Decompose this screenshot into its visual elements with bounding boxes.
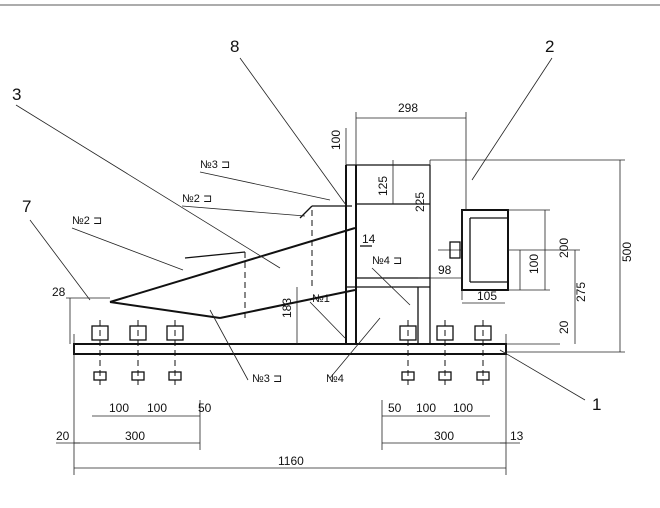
dim-100-right: 100	[527, 254, 541, 274]
dim-183: 183	[280, 298, 294, 318]
dim-100-left-2: 100	[147, 401, 167, 415]
anchor-bolts-left	[91, 320, 184, 385]
weld-label-no4-upper: №4 ⊐	[372, 255, 402, 267]
dim-13: 13	[510, 429, 524, 443]
weld-label-no2-left: №2 ⊐	[72, 215, 102, 227]
weld-label-no2-upper: №2 ⊐	[182, 193, 212, 205]
dim-298: 298	[398, 101, 418, 115]
dim-225: 225	[413, 192, 427, 212]
dimension-lines	[56, 112, 625, 475]
dim-1160: 1160	[278, 454, 304, 468]
dim-98: 98	[438, 263, 452, 277]
part-label-2: 2	[545, 37, 554, 56]
dim-105: 105	[477, 289, 497, 303]
part-label-1: 1	[592, 395, 601, 414]
base-plate	[73, 334, 507, 356]
weld-label-no1: №1	[312, 293, 330, 305]
part-label-8: 8	[230, 37, 239, 56]
dim-20-left: 20	[56, 429, 70, 443]
dim-125: 125	[376, 176, 390, 196]
dim-300-left: 300	[125, 429, 145, 443]
dim-275: 275	[574, 282, 588, 302]
vertical-post	[345, 164, 431, 344]
channel-beam	[438, 209, 509, 300]
dim-200: 200	[557, 238, 571, 258]
dim-28: 28	[52, 285, 66, 299]
weld-label-no3-bottom: №3 ⊐	[252, 373, 282, 385]
dim-500: 500	[620, 242, 634, 262]
weld-label-no3-top: №3 ⊐	[200, 159, 230, 171]
anchor-bolts-right	[399, 320, 492, 385]
dim-100-right-1: 100	[416, 401, 436, 415]
weld-label-no4-bottom: №4	[326, 373, 344, 385]
dim-14: 14	[362, 232, 376, 246]
part-label-7: 7	[22, 197, 31, 216]
part-label-3: 3	[12, 85, 21, 104]
dim-100-right-2: 100	[453, 401, 473, 415]
leader-lines	[15, 57, 586, 401]
gusset-plate	[109, 205, 356, 319]
dim-100-left-1: 100	[109, 401, 129, 415]
dim-20-right: 20	[557, 320, 571, 334]
dim-300-right: 300	[434, 429, 454, 443]
dim-50-left: 50	[198, 401, 212, 415]
dim-50-right: 50	[388, 401, 402, 415]
dim-100-top: 100	[329, 130, 343, 150]
